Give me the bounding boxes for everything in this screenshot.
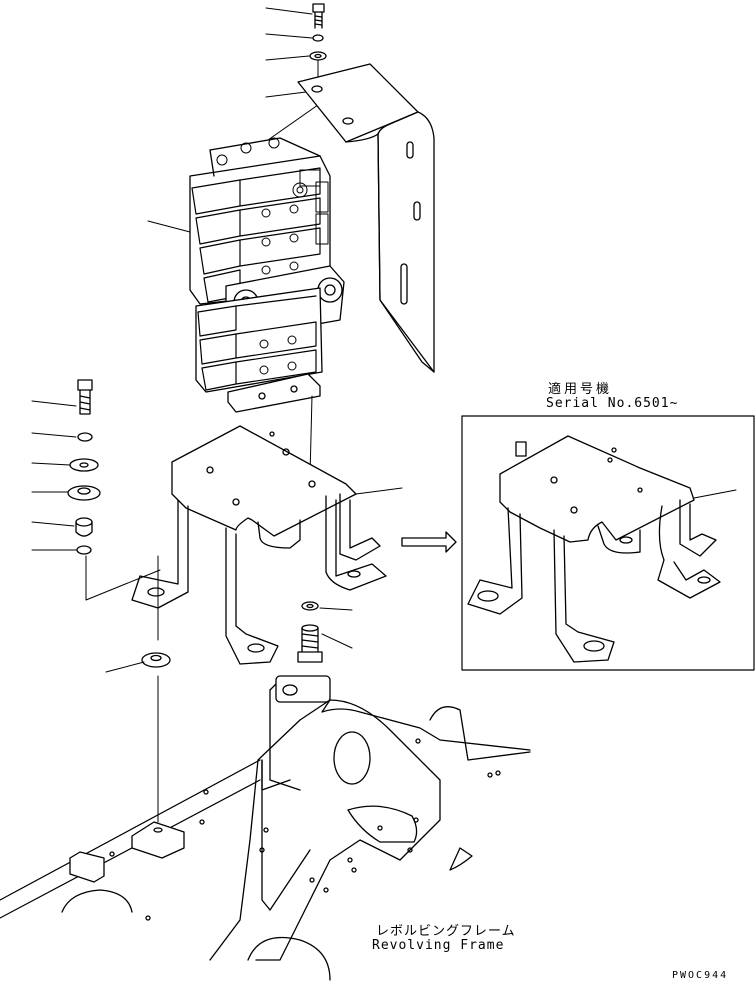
top-washer <box>309 51 327 61</box>
serial-number-label: Serial No.6501~ <box>546 396 679 411</box>
leader-lines-left <box>31 400 161 823</box>
control-valve-assembly <box>189 137 345 413</box>
revolving-frame-label-jp: レボルビングフレーム <box>376 924 516 939</box>
inset-arrow <box>401 531 457 553</box>
inset-stand-drawing <box>467 435 721 663</box>
mounting-bracket <box>297 63 435 373</box>
top-bolt <box>312 3 325 29</box>
stand-fasteners <box>141 601 353 668</box>
inset-frame <box>461 415 755 671</box>
left-fastener-stack <box>67 379 101 555</box>
leader-lines-top <box>147 7 326 233</box>
stand-leader-line <box>355 487 403 495</box>
drawing-code: PWOC944 <box>672 970 729 981</box>
applicable-models-label: 適用号機 <box>548 382 613 397</box>
revolving-frame-label-en: Revolving Frame <box>372 938 505 953</box>
top-small-washer <box>312 34 324 42</box>
support-stand <box>131 425 387 665</box>
revolving-frame <box>0 675 531 981</box>
